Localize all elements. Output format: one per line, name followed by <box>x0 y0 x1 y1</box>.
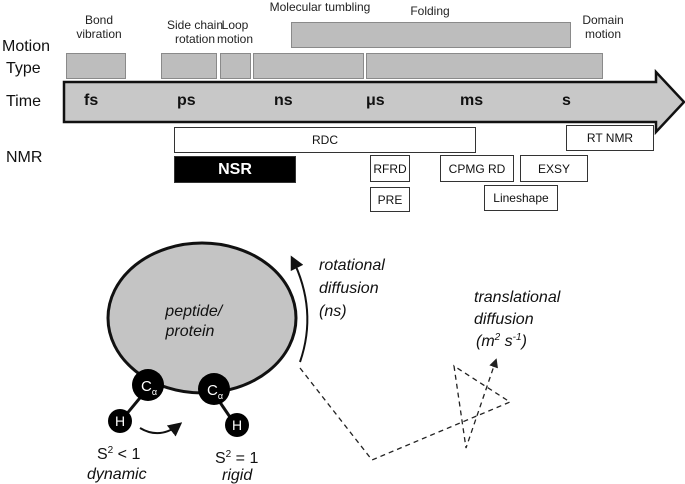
lineshape-box: Lineshape <box>484 185 558 211</box>
c-alpha-atom-dynamic <box>132 369 164 401</box>
rt-nmr-box: RT NMR <box>566 125 654 151</box>
tick-ns: ns <box>274 92 293 109</box>
folding-bar-top <box>291 22 571 48</box>
molecular-tumbling-label: Molecular tumbling <box>269 0 371 14</box>
time-label: Time <box>6 93 41 110</box>
h-atom-dynamic <box>108 409 132 433</box>
nsr-box: NSR <box>174 156 296 183</box>
translational-diffusion-label: translational diffusion <box>474 289 565 328</box>
tick-us: μs <box>366 92 385 109</box>
h-label-dynamic: H <box>115 413 125 429</box>
tick-ps: ps <box>177 92 196 109</box>
motion-type-label: Motion Type <box>2 38 51 77</box>
h-atom-rigid <box>225 413 249 437</box>
rdc-box: RDC <box>174 127 476 153</box>
c-alpha-atom-rigid <box>198 373 230 405</box>
side-chain-bar <box>161 53 217 79</box>
translational-path <box>299 358 512 461</box>
cpmg-box: CPMG RD <box>440 155 514 182</box>
nmr-label: NMR <box>6 149 43 166</box>
dynamic-label: dynamic <box>87 466 147 483</box>
h-label-rigid: H <box>232 417 242 433</box>
rfrd-box: RFRD <box>370 155 410 182</box>
tick-s: s <box>562 92 571 109</box>
time-arrow <box>62 68 685 136</box>
rotational-diffusion-label: rotational diffusion (ns) <box>319 257 389 320</box>
peptide-protein-label: peptide/ protein <box>164 303 226 340</box>
tick-fs: fs <box>84 92 99 109</box>
folding-bar <box>366 53 603 79</box>
tick-ms: ms <box>460 92 484 109</box>
folding-label: Folding <box>410 4 450 18</box>
dynamic-arrow <box>139 422 183 437</box>
s2-rigid-label: S2 = 1 <box>215 449 258 467</box>
s2-dynamic-label: S2 < 1 <box>97 445 140 463</box>
rigid-label: rigid <box>222 467 253 484</box>
c-alpha-label-rigid: Cα <box>207 382 223 401</box>
bond-vibration-bar <box>66 53 126 79</box>
exsy-box: EXSY <box>520 155 588 182</box>
loop-motion-bar <box>220 53 251 79</box>
translational-units-label: (m2 s-1) <box>476 332 527 350</box>
molecular-tumbling-bar <box>253 53 364 79</box>
pre-box: PRE <box>370 187 410 212</box>
c-alpha-label-dynamic: Cα <box>141 378 157 397</box>
rotational-arrow <box>290 255 309 363</box>
